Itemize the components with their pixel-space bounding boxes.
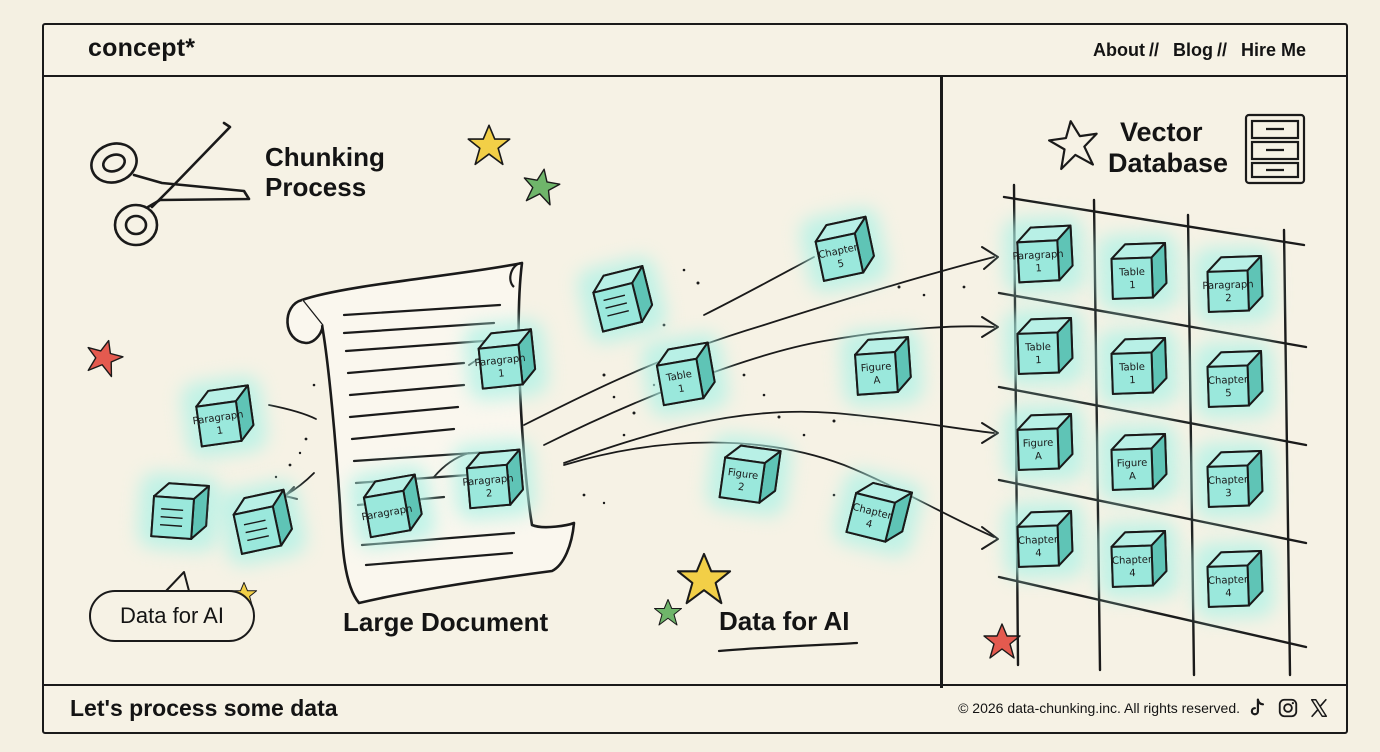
chunk-label: 1: [216, 425, 224, 437]
speech-bubble-tail: [165, 571, 190, 592]
chunk-label: A: [1129, 471, 1136, 482]
chunking-title-line: Process: [265, 171, 367, 202]
chunk-label: 4: [1129, 568, 1136, 579]
particles: [274, 268, 966, 509]
chunk-label: 1: [1035, 263, 1042, 274]
x-icon[interactable]: [1308, 697, 1330, 719]
chunk-label: Figure: [727, 467, 759, 482]
chunk-label: Table: [665, 369, 693, 384]
scissors-icon: [90, 121, 251, 247]
chunk-label: Table: [1118, 267, 1145, 279]
chunk-label: Chapter: [1018, 534, 1059, 546]
site-header: concept* About // Blog // Hire Me: [44, 25, 1346, 77]
chunk-label: Paragraph: [1012, 249, 1064, 263]
chunking-title-line: Chunking: [265, 142, 385, 172]
speech-bubble: Data for AI: [89, 590, 255, 642]
chunk-label: A: [1035, 451, 1042, 462]
copyright-text: © 2026 data-chunking.inc. All rights res…: [958, 700, 1240, 716]
nav-hire-me[interactable]: Hire Me: [1240, 40, 1306, 60]
chunk-label: Figure: [1117, 458, 1148, 470]
main-nav: About // Blog // Hire Me: [1093, 40, 1306, 61]
tiktok-icon[interactable]: [1246, 697, 1268, 719]
chunk-label: A: [873, 375, 881, 386]
chunk-label: 1: [1035, 355, 1042, 366]
chunk-label: 4: [1225, 588, 1232, 599]
nav-separator: //: [1216, 40, 1227, 60]
database-title-line: Database: [1108, 148, 1229, 179]
chunk-label: Chapter: [1208, 574, 1249, 586]
star-icon: [1048, 120, 1098, 171]
chunk-label: 4: [864, 519, 873, 531]
chunk-label: 4: [1035, 548, 1042, 559]
chunk-label: 5: [837, 258, 846, 270]
chunk-label: Paragraph: [1202, 279, 1254, 292]
chunk-label: 2: [737, 482, 745, 494]
stream-caption: Data for AI: [719, 606, 850, 636]
chunk-label: Paragraph: [462, 473, 514, 488]
chunk-label: 1: [677, 383, 685, 395]
star-icon: [81, 335, 127, 379]
social-links: [1246, 697, 1330, 719]
brand-logo[interactable]: concept*: [88, 34, 196, 62]
chunk-label: Chapter: [1112, 554, 1153, 566]
caption-underline: [717, 641, 859, 653]
chunk-label: 1: [1129, 375, 1136, 386]
chunking-illustration: Paragraph 1 Paragraph 1 Paragraph 2 Para…: [81, 113, 1308, 677]
star-icon: [653, 598, 683, 626]
chunk-label: Figure: [1023, 438, 1054, 450]
chunk-label: 1: [1129, 280, 1136, 291]
database-title-line: Vector: [1120, 117, 1203, 147]
nav-blog[interactable]: Blog: [1172, 40, 1213, 60]
cabinet-icon: [1244, 113, 1306, 185]
chunk-label: 2: [1225, 293, 1232, 304]
chunk-label: Figure: [860, 361, 891, 374]
chunk-label: Table: [1118, 362, 1145, 374]
chunk-label: 5: [1225, 388, 1232, 399]
nav-separator: //: [1148, 40, 1159, 60]
site-footer: Let's process some data © 2026 data-chun…: [44, 684, 1346, 732]
vector-database-title: Vector Database: [1108, 117, 1228, 179]
chunking-title: Chunking Process: [265, 142, 385, 203]
page-frame: concept* About // Blog // Hire Me Let's …: [42, 23, 1348, 734]
chunk-label: Chapter: [1208, 474, 1249, 486]
document-caption: Large Document: [343, 607, 549, 637]
flow-lines: [268, 256, 995, 538]
star-icon: [983, 623, 1021, 659]
chunk-label: Paragraph: [474, 353, 526, 369]
star-icon: [519, 165, 563, 207]
chunk-label: Chapter: [1208, 374, 1249, 386]
instagram-icon[interactable]: [1277, 697, 1299, 719]
nav-about[interactable]: About: [1092, 40, 1145, 60]
large-document: [286, 261, 576, 605]
star-icon: [467, 124, 511, 166]
chunk-label: 3: [1225, 488, 1232, 499]
footer-tagline: Let's process some data: [70, 695, 338, 721]
star-icon: [676, 552, 732, 605]
chunk-label: 1: [498, 368, 505, 380]
chunk-label: 2: [486, 488, 493, 500]
chunk-label: Table: [1024, 342, 1051, 354]
panel-divider: [940, 77, 943, 688]
